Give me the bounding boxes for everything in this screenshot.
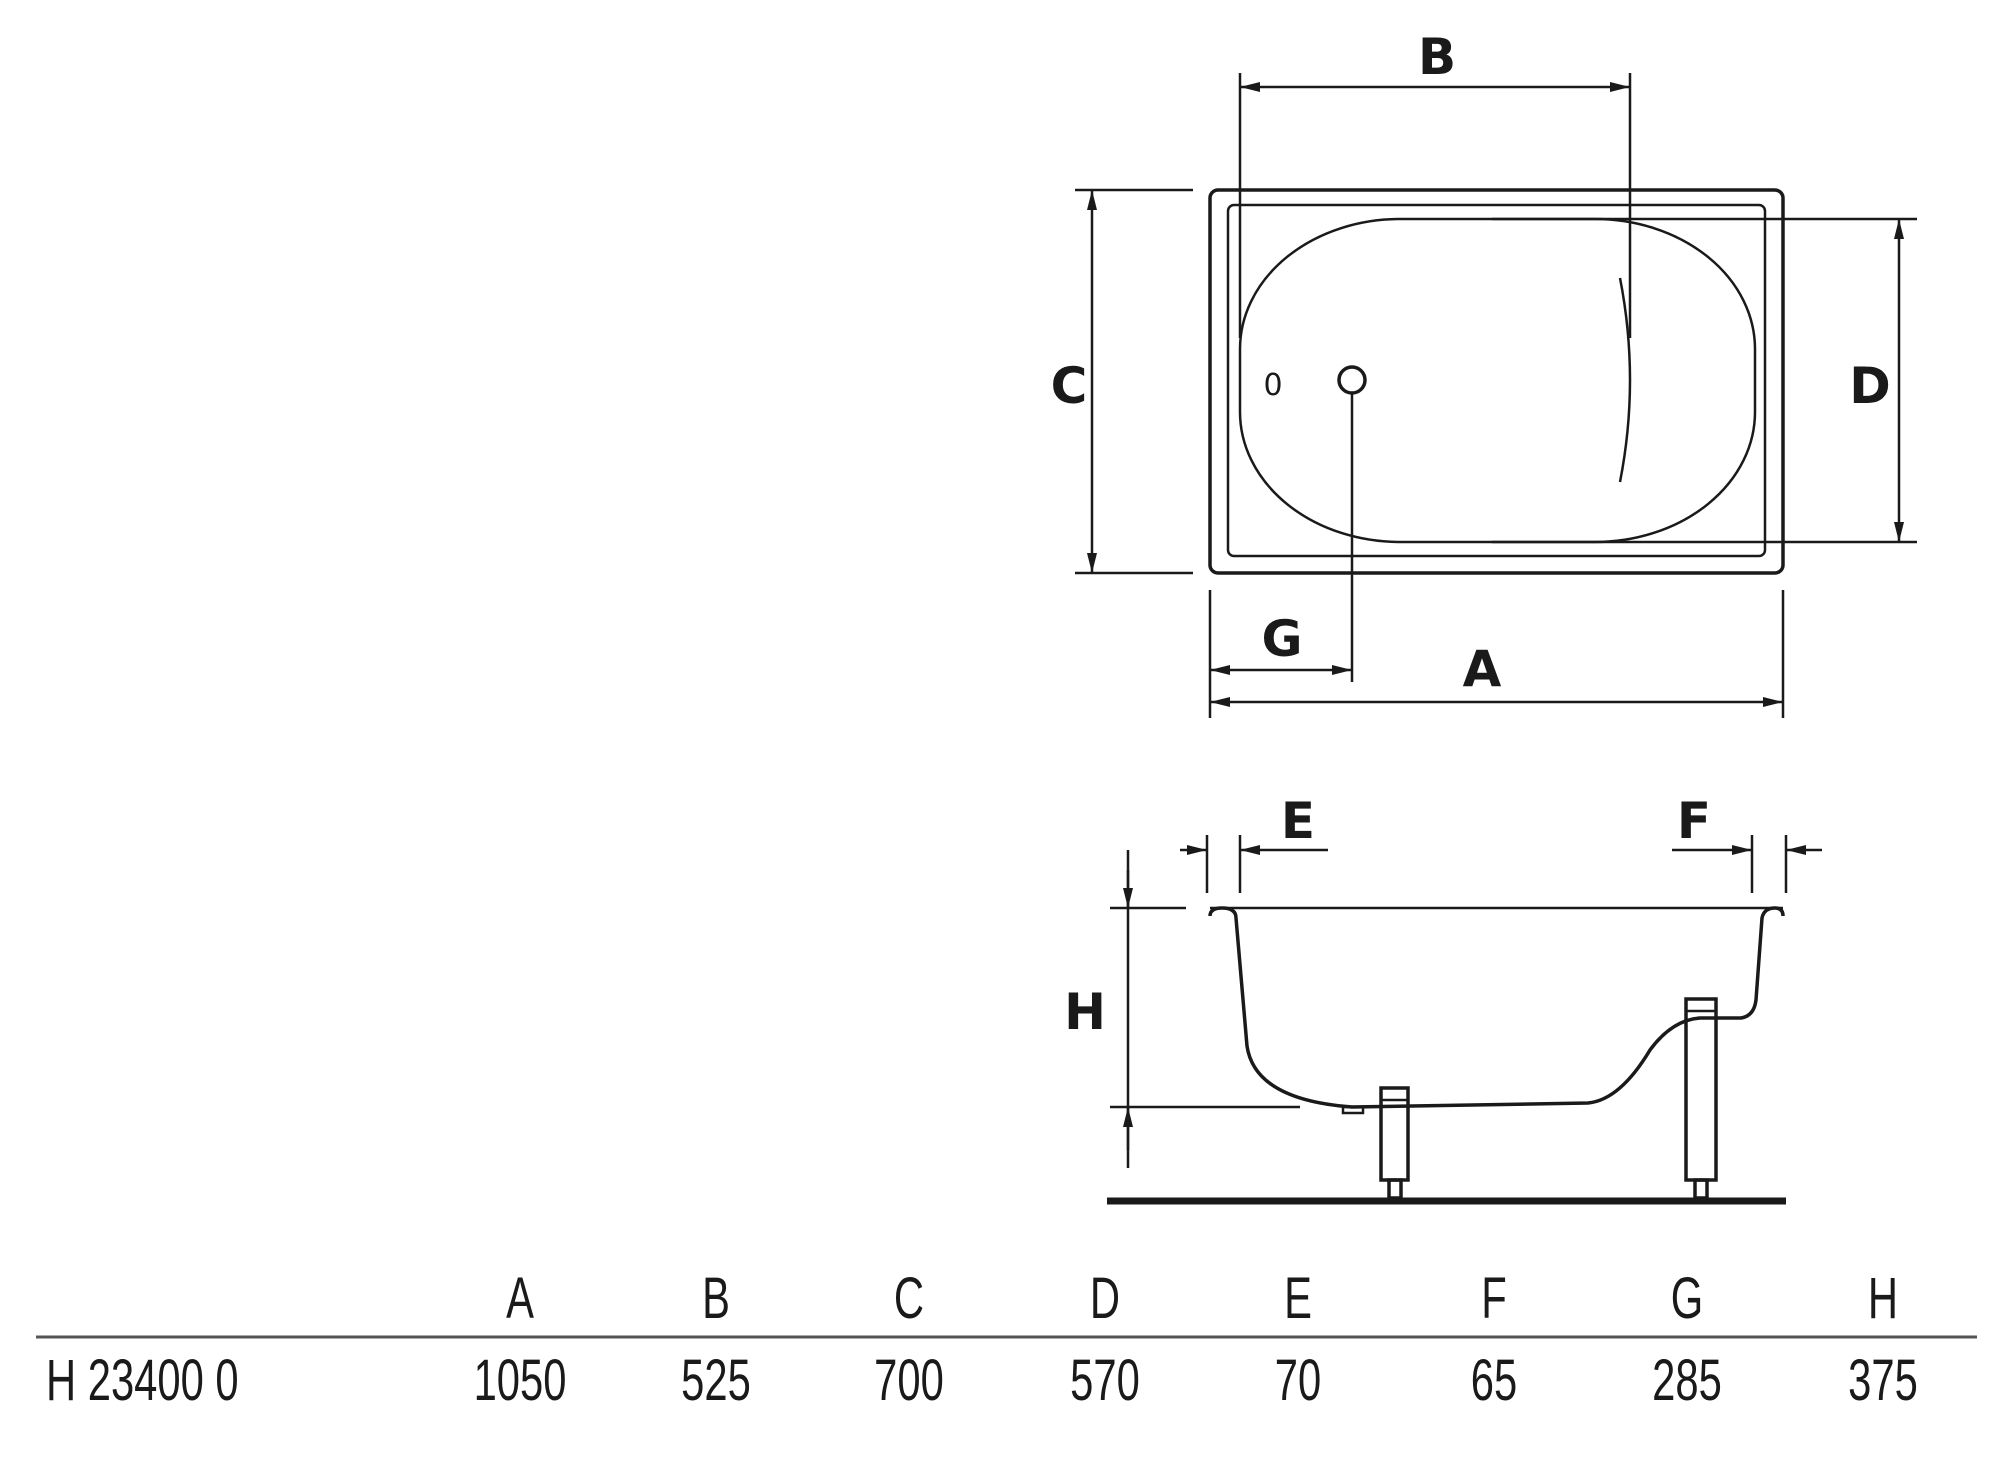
model-code: H 23400 0	[46, 1347, 239, 1412]
tub-leg-front	[1379, 1086, 1410, 1182]
label-e: E	[1281, 792, 1315, 850]
value-c: 700	[874, 1347, 944, 1412]
overflow-mark: 0	[1263, 368, 1282, 403]
tub-outer-rim	[1208, 188, 1785, 575]
tub-profile	[1208, 906, 1785, 1109]
label-a: A	[1463, 640, 1502, 698]
label-d: D	[1849, 357, 1891, 415]
drain-icon	[1337, 365, 1367, 395]
label-g: G	[1261, 610, 1302, 668]
tub-inner-rim	[1226, 203, 1767, 558]
value-f: 65	[1471, 1347, 1517, 1412]
top-view: 0 B C D G A	[1051, 28, 1917, 718]
value-b: 525	[681, 1347, 751, 1412]
label-f: F	[1677, 792, 1711, 850]
label-h: H	[1064, 983, 1106, 1041]
value-h: 375	[1848, 1347, 1918, 1412]
value-d: 570	[1070, 1347, 1140, 1412]
header-g: G	[1671, 1265, 1703, 1330]
value-g: 285	[1652, 1347, 1722, 1412]
header-a: A	[506, 1265, 534, 1330]
table-header: A B C D E F G H	[506, 1265, 1898, 1330]
side-view: E F H	[1064, 792, 1822, 1205]
header-f: F	[1481, 1265, 1507, 1330]
tub-leg-rear	[1684, 997, 1718, 1182]
dimensions-table: A B C D E F G H H 23400 0 1050 525 700 5…	[36, 1265, 1977, 1413]
header-h: H	[1868, 1265, 1898, 1330]
label-b: B	[1418, 28, 1456, 86]
header-d: D	[1090, 1265, 1120, 1330]
label-c: C	[1051, 357, 1088, 415]
table-row: H 23400 0 1050 525 700 570 70 65 285 375	[46, 1347, 1918, 1412]
backrest-curve	[1618, 277, 1632, 483]
header-b: B	[702, 1265, 730, 1330]
tub-basin	[1238, 217, 1757, 544]
header-c: C	[894, 1265, 924, 1330]
value-a: 1050	[474, 1347, 567, 1412]
value-e: 70	[1275, 1347, 1321, 1412]
header-e: E	[1284, 1265, 1312, 1330]
